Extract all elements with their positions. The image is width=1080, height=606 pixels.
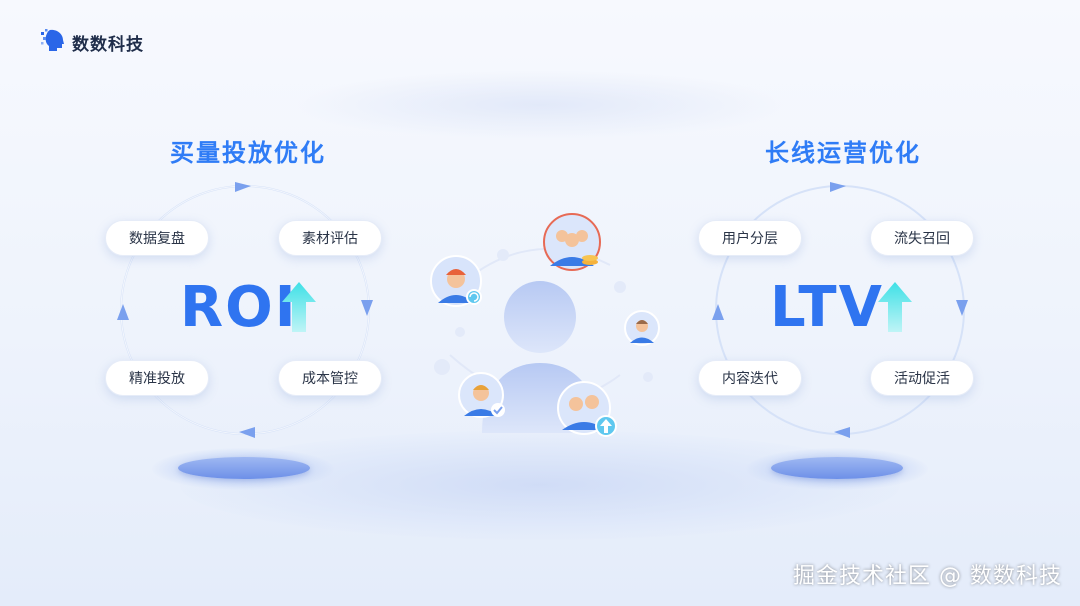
user-group-avatar-up-icon: [556, 380, 622, 446]
right-pedestal: [771, 457, 903, 479]
ltv-metric: LTV: [770, 275, 884, 340]
ring-arrow-right-icon: [361, 300, 373, 316]
watermark-text: 掘金技术社区 @ 数数科技: [793, 564, 1062, 589]
brand: 数数科技: [40, 28, 144, 56]
user-group-avatar-coins-icon: [542, 212, 604, 278]
user-avatar-check-icon: [458, 372, 508, 426]
ring-arrow-top-icon: [235, 182, 251, 192]
ring-arrow-left-icon: [712, 304, 724, 320]
user-avatar-small-icon: [624, 310, 660, 350]
head-logo-icon: [40, 28, 66, 56]
right-item-churn-recall: 流失召回: [870, 220, 974, 256]
left-item-data-review: 数据复盘: [105, 220, 209, 256]
left-section-title: 买量投放优化: [170, 139, 326, 167]
user-avatar-refresh-icon: [430, 255, 486, 315]
right-item-content-iteration: 内容迭代: [698, 360, 802, 396]
ring-arrow-bottom-icon: [239, 427, 255, 438]
left-item-precise-delivery: 精准投放: [105, 360, 209, 396]
ring-arrow-top-icon: [830, 182, 846, 192]
left-pedestal: [178, 457, 310, 479]
right-item-user-segmentation: 用户分层: [698, 220, 802, 256]
ring-arrow-bottom-icon: [834, 427, 850, 438]
brand-name: 数数科技: [72, 34, 144, 55]
right-item-activity-promotion: 活动促活: [870, 360, 974, 396]
roi-metric: ROI: [180, 275, 298, 340]
left-item-material-eval: 素材评估: [278, 220, 382, 256]
right-section-title: 长线运营优化: [765, 139, 921, 167]
background-top-glow: [290, 70, 790, 140]
ring-arrow-left-icon: [117, 304, 129, 320]
ring-arrow-right-icon: [956, 300, 968, 316]
ltv-up-arrow-icon: [878, 282, 912, 336]
left-item-cost-control: 成本管控: [278, 360, 382, 396]
roi-up-arrow-icon: [282, 282, 316, 336]
